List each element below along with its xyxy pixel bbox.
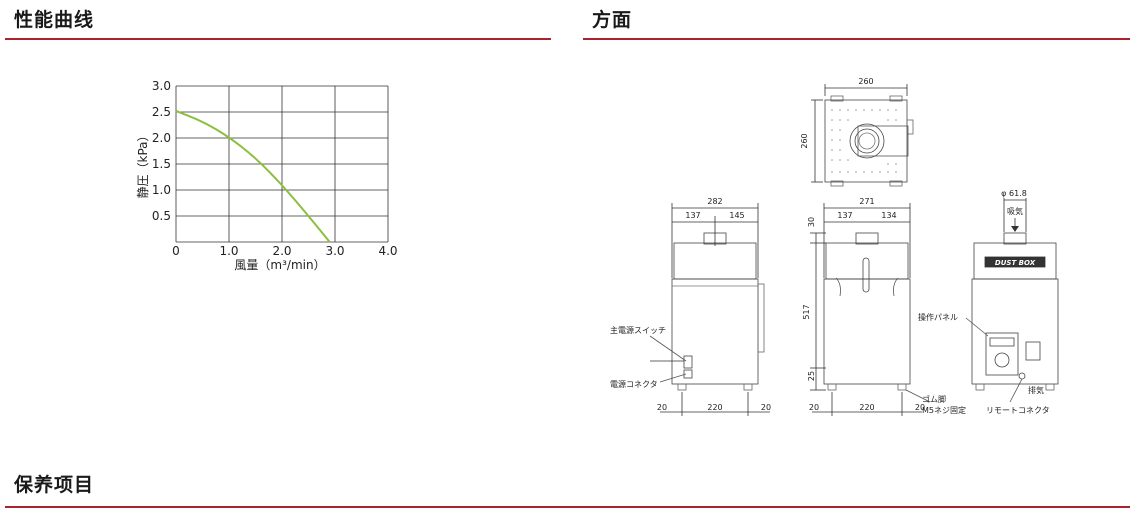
dim-front-foot-left: 20 xyxy=(809,403,819,412)
x-tick-label: 0 xyxy=(172,244,180,258)
dim-side-right: 145 xyxy=(729,211,744,220)
top-view: 260 260 xyxy=(800,77,914,187)
dim-top-offset: 30 xyxy=(807,217,816,227)
intake-arrow-icon xyxy=(1011,226,1019,232)
chart-xlabel: 風量（m³/min） xyxy=(234,258,325,272)
chart-grid xyxy=(175,85,389,243)
top-view-foot-bl xyxy=(830,180,844,187)
x-tick-label: 1.0 xyxy=(219,244,238,258)
top-view-vent-dots xyxy=(831,109,897,173)
performance-chart: 0 1.0 2.0 3.0 4.0 0.5 1.0 1.5 2.0 2.5 3.0 風量（m³/mi… xyxy=(136,79,398,272)
callout-m5-screw: M5ネジ固定 xyxy=(922,405,966,415)
side-view-handle xyxy=(757,283,765,353)
callout-exhaust: 排気 xyxy=(1028,385,1044,395)
x-tick-label: 4.0 xyxy=(378,244,397,258)
side-view: 282 137 145 20 220 20 主電源スイッチ 電源コネクタ xyxy=(610,197,771,416)
front-view-clamp-l xyxy=(835,277,841,297)
rear-view-port xyxy=(1025,341,1041,361)
y-tick-label: 2.0 xyxy=(152,131,171,145)
x-tick-label: 2.0 xyxy=(272,244,291,258)
dim-front-foot-right: 20 xyxy=(915,403,925,412)
dim-side-foot-right: 20 xyxy=(761,403,771,412)
side-view-foot-l xyxy=(677,383,687,391)
section-title-performance: 性能曲线 xyxy=(14,9,95,31)
top-view-handle xyxy=(906,119,914,135)
dim-front-foot-span: 220 xyxy=(859,403,874,412)
top-view-foot-br xyxy=(889,180,903,187)
top-view-duct-block xyxy=(857,125,909,157)
dim-top-width: 260 xyxy=(858,77,873,86)
section-title-maintenance: 保养项目 xyxy=(14,474,95,496)
top-view-foot-tr xyxy=(889,95,903,102)
side-view-switch xyxy=(683,355,693,369)
dim-side-foot-left: 20 xyxy=(657,403,667,412)
performance-curve xyxy=(175,110,331,243)
section-rule-maintenance xyxy=(5,506,1130,508)
side-view-connector xyxy=(683,369,693,379)
dim-side-left: 137 xyxy=(685,211,700,220)
operation-panel-display xyxy=(989,337,1015,347)
dim-front-right: 134 xyxy=(881,211,896,220)
top-view-duct-outer xyxy=(849,123,885,159)
dim-top-depth: 260 xyxy=(800,133,809,148)
top-view-foot-tl xyxy=(830,95,844,102)
dim-foot-height: 25 xyxy=(807,371,816,381)
chart-series xyxy=(175,110,331,243)
dim-height: 517 xyxy=(802,304,811,319)
y-tick-label: 3.0 xyxy=(152,79,171,93)
side-view-top-cap xyxy=(673,242,757,280)
front-view-body xyxy=(823,278,911,385)
dim-front-left: 137 xyxy=(837,211,852,220)
section-rule-performance xyxy=(5,38,551,40)
front-view-foot-l xyxy=(827,383,837,391)
callout-rubber-feet: ゴム脚 xyxy=(922,394,946,404)
callout-main-power-switch: 主電源スイッチ xyxy=(610,325,666,335)
front-view: 271 137 134 30 517 25 20 220 20 ゴム脚 M5ネジ… xyxy=(802,197,966,416)
front-view-duct xyxy=(855,232,879,245)
remote-connector-port xyxy=(1018,372,1026,380)
front-view-top-cap xyxy=(825,242,909,280)
x-tick-label: 3.0 xyxy=(325,244,344,258)
top-view-duct-inner xyxy=(854,128,880,154)
chart-ticks: 0 1.0 2.0 3.0 4.0 0.5 1.0 1.5 2.0 2.5 3.0 xyxy=(152,79,398,258)
section-title-dimensions: 方面 xyxy=(592,9,633,31)
front-view-latch xyxy=(862,257,870,293)
brand-plate-text: DUST BOX xyxy=(995,259,1036,267)
dim-duct-diameter: φ 61.8 xyxy=(1001,189,1027,198)
rear-view-foot-r xyxy=(1045,383,1055,391)
operation-panel-dial xyxy=(994,352,1010,368)
rear-view-body xyxy=(971,278,1059,385)
callout-power-connector: 電源コネクタ xyxy=(610,380,658,389)
side-view-foot-r xyxy=(743,383,753,391)
y-tick-label: 2.5 xyxy=(152,105,171,119)
front-view-clamp-r xyxy=(893,277,899,297)
rear-view-foot-l xyxy=(975,383,985,391)
top-view-body xyxy=(824,99,908,183)
y-tick-label: 1.0 xyxy=(152,183,171,197)
dim-side-foot-span: 220 xyxy=(707,403,722,412)
dim-side-width: 282 xyxy=(707,197,722,206)
callout-intake: 吸気 xyxy=(1007,206,1023,216)
rear-view-brand-plate xyxy=(984,256,1046,268)
front-view-foot-r xyxy=(897,383,907,391)
callout-remote-connector: リモートコネクタ xyxy=(986,406,1050,415)
rear-view-duct xyxy=(1003,232,1027,245)
dim-front-width: 271 xyxy=(859,197,874,206)
dimension-drawing: 260 260 282 137 145 20 220 20 主電源スイッチ 電源… xyxy=(610,77,1059,416)
y-tick-label: 1.5 xyxy=(152,157,171,171)
top-view-duct-core xyxy=(858,132,876,150)
y-tick-label: 0.5 xyxy=(152,209,171,223)
chart-ylabel: 静圧（kPa） xyxy=(136,129,150,198)
section-rule-dimensions xyxy=(583,38,1130,40)
rear-view: DUST BOX φ 61.8 吸気 操作パネル 排気 リモートコネクタ xyxy=(918,189,1059,415)
operation-panel xyxy=(985,332,1019,376)
callout-operation-panel: 操作パネル xyxy=(918,312,958,322)
